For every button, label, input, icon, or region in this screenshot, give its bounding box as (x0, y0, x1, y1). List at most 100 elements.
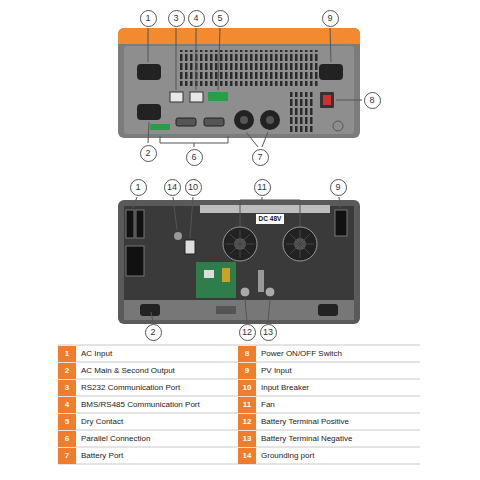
leader-line (330, 28, 331, 62)
table-number: 8 (238, 346, 256, 362)
callout-number: 10 (185, 179, 202, 196)
vent-grille (180, 50, 320, 86)
power-switch (323, 95, 331, 105)
bms-port (190, 92, 203, 102)
battery-terminal (240, 287, 250, 297)
callout-number: 9 (330, 179, 347, 196)
leader-line (196, 28, 197, 90)
table-number: 5 (58, 414, 76, 430)
bracket (240, 200, 300, 226)
ac-output-terminal (126, 246, 144, 276)
table-number: 2 (58, 363, 76, 379)
leader-line (336, 100, 362, 101)
callout-number: 3 (168, 10, 185, 27)
callout-number: 14 (164, 179, 181, 196)
table-number: 10 (238, 380, 256, 396)
parallel-port (204, 118, 224, 126)
leader-line (194, 143, 195, 147)
table-text: Battery Port (76, 448, 238, 464)
front-panel (124, 300, 354, 320)
table-text: RS232 Communication Port (76, 380, 238, 396)
certification-mark (333, 121, 343, 131)
leader-line (246, 132, 258, 147)
back-panel-view (118, 28, 360, 138)
table-text: Dry Contact (76, 414, 238, 430)
table-text: Battery Terminal Negative (256, 431, 420, 447)
table-number: 6 (58, 431, 76, 447)
pv-input-socket (319, 64, 343, 80)
battery-port (240, 116, 248, 124)
callout-number: 13 (260, 324, 277, 341)
socket (140, 304, 160, 316)
callout-number: 11 (254, 179, 271, 196)
callout-number: 5 (212, 10, 229, 27)
battery-port (266, 116, 274, 124)
callout-number: 7 (252, 149, 269, 166)
metal-bracket (200, 205, 330, 213)
callout-number: 2 (140, 145, 157, 162)
orange-lid (118, 36, 360, 44)
table-text: PV Input (256, 363, 420, 379)
battery-terminal (265, 287, 275, 297)
leader-line (218, 28, 220, 90)
rs232-port (170, 92, 183, 102)
panel (124, 46, 354, 134)
leader-line (173, 197, 177, 230)
parallel-port (176, 118, 196, 126)
table-text: Power ON/OFF Switch (256, 346, 420, 362)
fan (283, 227, 317, 261)
busbar (258, 270, 264, 292)
leader-line (148, 28, 149, 62)
table-text: AC Input (76, 346, 238, 362)
leader-line (190, 197, 193, 238)
battery-port (234, 110, 254, 130)
table-number: 4 (58, 397, 76, 413)
port (216, 306, 236, 314)
callout-number: 6 (186, 149, 203, 166)
table-number: 1 (58, 346, 76, 362)
leader-lines (133, 197, 340, 322)
fan (223, 227, 257, 261)
table-number: 9 (238, 363, 256, 379)
callout-number: 8 (364, 92, 381, 109)
table-text: Parallel Connection (76, 431, 238, 447)
leader-line (268, 299, 270, 322)
input-breaker (185, 240, 195, 254)
table-text: AC Main & Second Output (76, 363, 238, 379)
table-number: 12 (238, 414, 256, 430)
table-rules (58, 345, 420, 464)
circuit-board (196, 262, 236, 298)
fan-blades (286, 230, 314, 258)
table-text: Grounding port (256, 448, 420, 464)
fan-blades (226, 230, 254, 258)
grounding-screw (174, 232, 182, 240)
table-text: Input Breaker (256, 380, 420, 396)
leader-line (148, 122, 149, 143)
leader-line (133, 197, 137, 208)
orange-lid (118, 28, 360, 44)
table-text: Battery Terminal Positive (256, 414, 420, 430)
ac-output-socket (137, 104, 161, 120)
leader-lines (148, 28, 362, 147)
table-text: BMS/RS485 Communication Port (76, 397, 238, 413)
callout-number: 12 (239, 324, 256, 341)
leader-line (245, 299, 247, 322)
table-number: 14 (238, 448, 256, 464)
switch-frame (320, 92, 334, 108)
callout-number: 1 (130, 179, 147, 196)
table-text: Fan (256, 397, 420, 413)
component (222, 268, 230, 282)
terminal-block (150, 124, 170, 130)
bracket (160, 136, 228, 143)
leader-line (151, 312, 153, 322)
callout-number: 9 (322, 10, 339, 27)
leader-line (176, 28, 177, 90)
component (204, 270, 214, 278)
rating-plate: DC 48V (256, 214, 285, 224)
leader-line (262, 132, 268, 147)
vent-grille (290, 92, 315, 132)
table-number: 11 (238, 397, 256, 413)
leader-line (339, 197, 340, 208)
